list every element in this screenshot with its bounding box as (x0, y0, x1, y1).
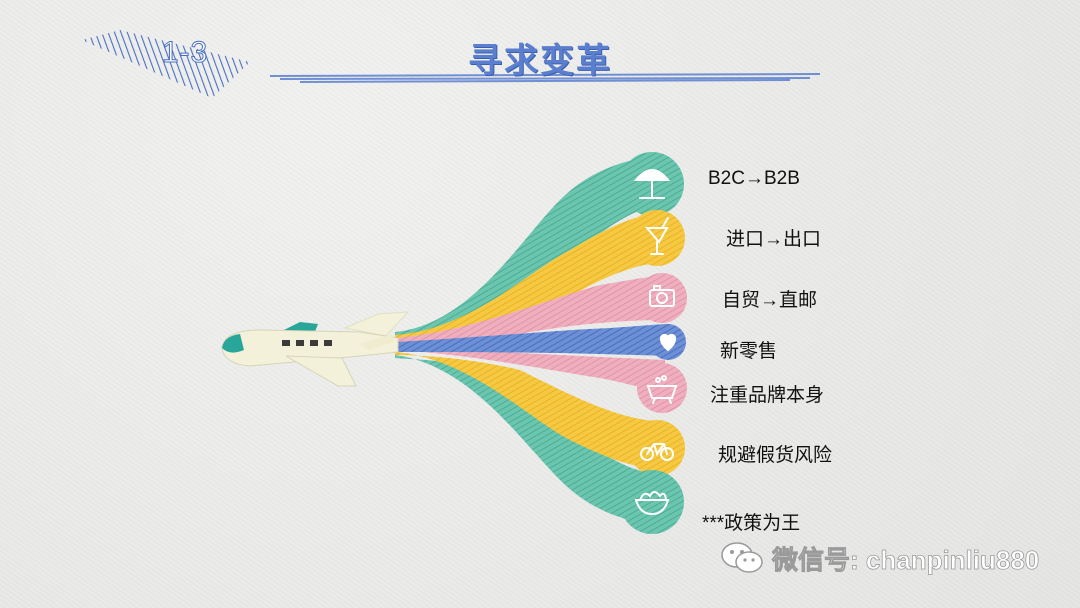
stream-3 (395, 276, 665, 346)
scribble-banner (82, 30, 821, 98)
section-number-scribble (82, 30, 250, 98)
airplane (221, 311, 410, 387)
camera-icon (649, 285, 675, 307)
stream-5 (395, 350, 665, 410)
drink-glass-icon (644, 217, 669, 255)
stream-1 (395, 155, 658, 348)
watermark-text: 微信号: chanpinliu880 (772, 544, 1040, 575)
stream-6 (395, 352, 665, 470)
label-policy-is-king: ***政策为王 (702, 513, 801, 534)
section-number: 1-3 (161, 36, 209, 70)
label-import-to-export: 进口→出口 (726, 229, 822, 250)
bicycle-icon (640, 443, 674, 461)
label-new-retail: 新零售 (720, 341, 778, 362)
label-avoid-counterfeit: 规避假货风险 (718, 445, 833, 466)
umbrella-table-icon (633, 169, 671, 199)
label-brand-focus: 注重品牌本身 (710, 385, 825, 406)
title-underline-scribble (269, 73, 821, 83)
node-circle-6 (629, 420, 685, 476)
node-circle-7 (620, 470, 684, 534)
wechat-icon (721, 542, 763, 573)
label-b2c-to-b2b: B2C→B2B (708, 168, 800, 189)
label-free-trade-to-direct-mail: 自贸→直邮 (722, 290, 818, 311)
stream-4 (395, 324, 670, 356)
page-title: 寻求变革 (468, 42, 612, 80)
watermark: 微信号: chanpinliu880 (720, 540, 1040, 576)
node-circle-3 (637, 273, 687, 323)
stream-7 (395, 355, 658, 525)
node-circle-2 (629, 210, 685, 266)
bathtub-icon (646, 375, 678, 404)
node-circle-5 (637, 363, 687, 413)
heart-icon (659, 333, 677, 352)
salad-bowl-icon (634, 491, 670, 516)
stream-2 (395, 212, 665, 345)
slide-header: 1-3 寻求变革 (0, 0, 1080, 110)
